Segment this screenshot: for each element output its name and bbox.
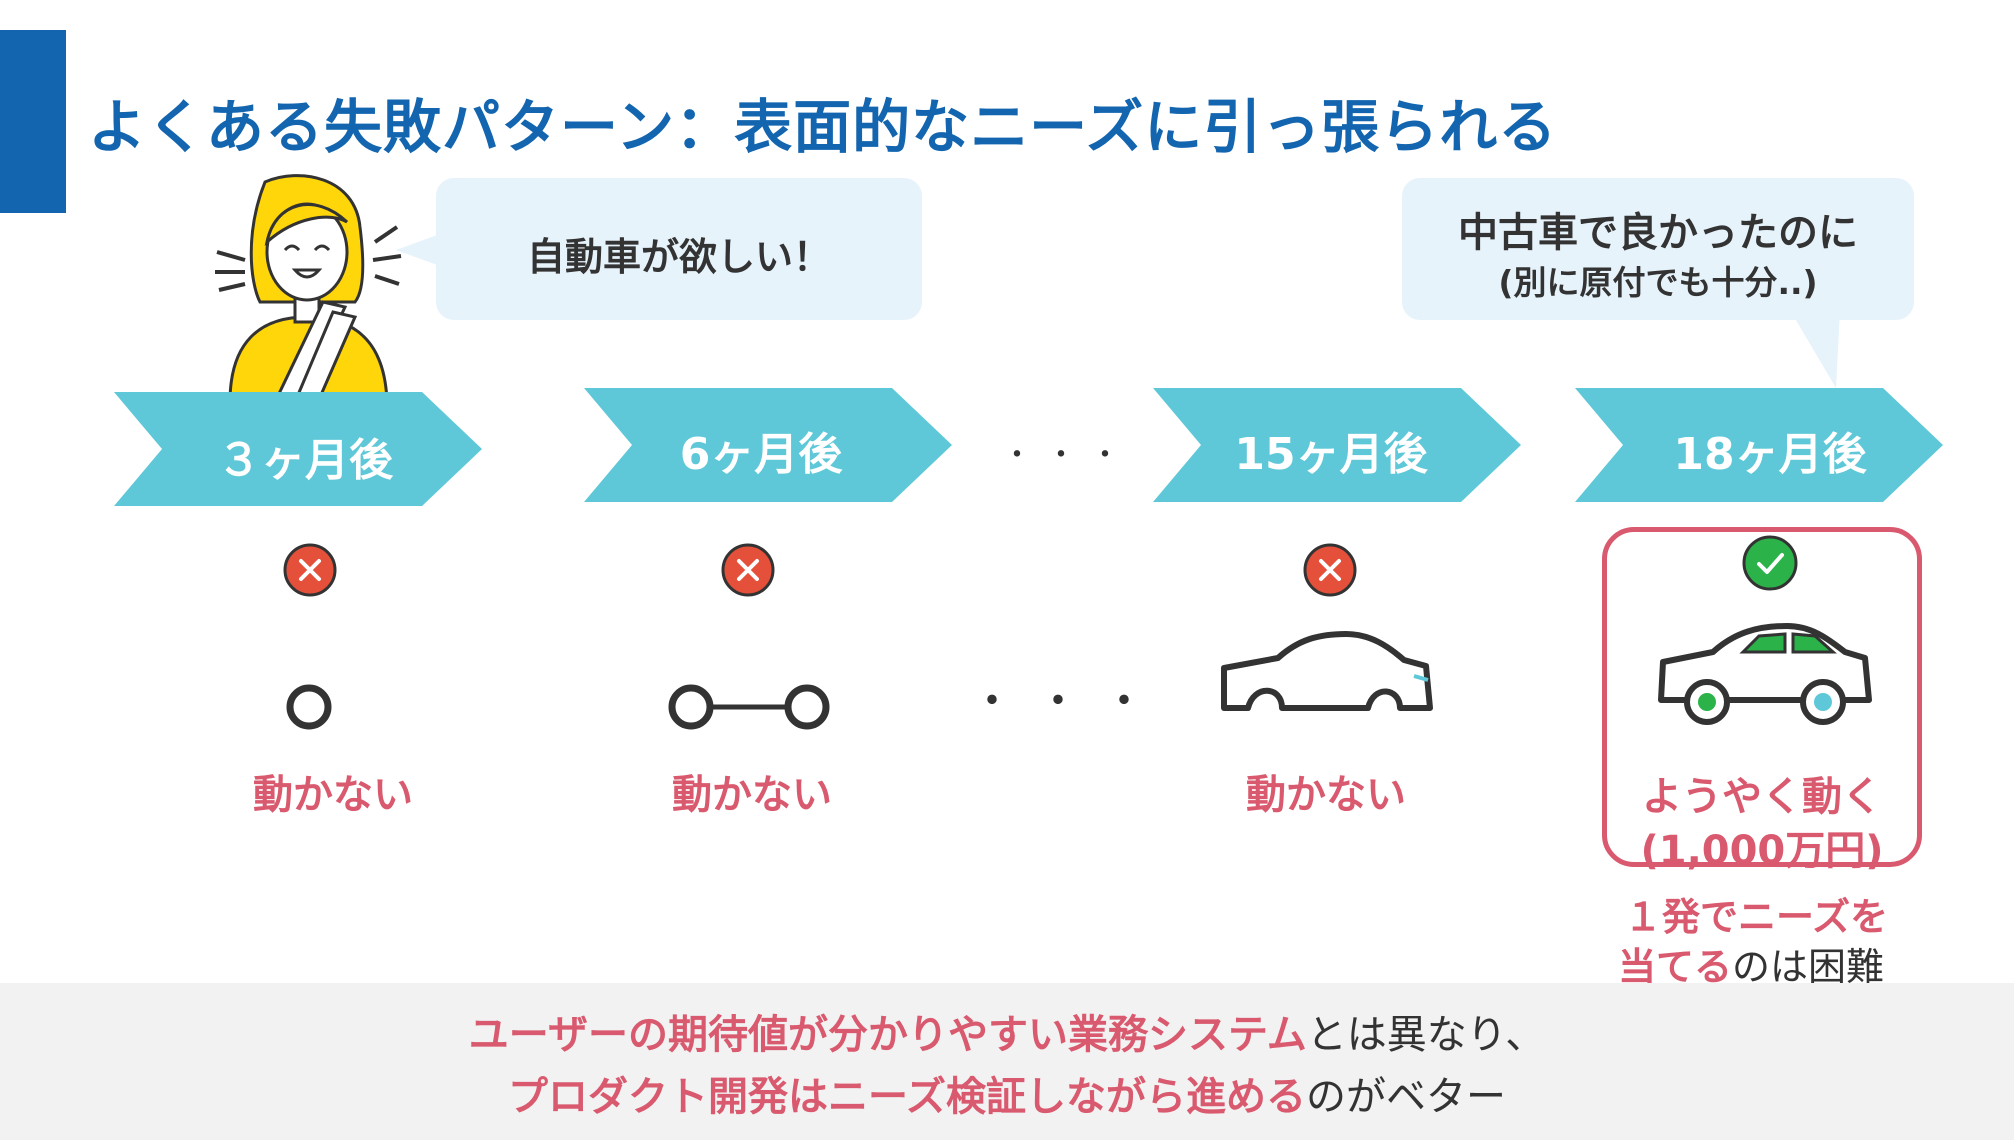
status-text-15: 動かない (1246, 772, 1406, 818)
success-highlight-box (1602, 527, 1922, 867)
timeline-label-6: 6ヶ月後 (679, 429, 843, 480)
timeline-label-3: ３ヶ月後 (217, 435, 393, 486)
car-icon (1658, 623, 1872, 725)
footer-line2-rest: のがベター (1306, 1074, 1506, 1120)
status-text-18-line1: ようやく動く (1642, 774, 1882, 820)
speech-text-right-line2: (別に原付でも十分..) (1498, 263, 1818, 302)
wheel-icon (286, 684, 332, 730)
speech-text-left: 自動車が欲しい！ (526, 235, 831, 279)
footer-band (0, 983, 2014, 1140)
ellipsis-arrows: ・・・ (1002, 438, 1134, 473)
status-text-18-line2: (1,000万円) (1640, 828, 1884, 874)
status-text-6: 動かない (672, 772, 832, 818)
timeline-arrow-6 (584, 388, 952, 502)
woman-illustration (215, 174, 402, 406)
page-title: よくある失敗パターン：表面的なニーズに引っ張られる (88, 93, 1558, 161)
timeline-label-18: 18ヶ月後 (1673, 429, 1867, 480)
fail-x-icon (721, 543, 775, 597)
fail-x-icon (1303, 543, 1357, 597)
footer-line1-rest: とは異なり、 (1306, 1012, 1546, 1058)
footer-line1: ユーザーの期待値が分かりやすい業務システムとは異なり、 (0, 1002, 2014, 1060)
speech-bubble-right (1402, 178, 1914, 320)
timeline-arrow-18 (1575, 388, 1943, 502)
speech-tail-right (1790, 310, 1840, 388)
accent-bar (0, 30, 66, 213)
success-check-icon (1742, 535, 1798, 591)
timeline-label-15: 15ヶ月後 (1234, 429, 1428, 480)
car-body-icon (1221, 631, 1433, 711)
speech-bubble-left (436, 178, 922, 320)
note-line1: １発でニーズを (1624, 895, 1889, 939)
speech-text-right-line1: 中古車で良かったのに (1458, 210, 1858, 256)
note-line2-rest: のは困難 (1732, 945, 1885, 989)
note-line2-emphasis: 当てる (1618, 945, 1733, 989)
footer-line1-emphasis: ユーザーの期待値が分かりやすい業務システム (468, 1012, 1307, 1058)
axle-icon (668, 684, 830, 730)
timeline-arrow-15 (1153, 388, 1521, 502)
status-text-3: 動かない (253, 772, 413, 818)
timeline-arrow-3 (114, 392, 482, 506)
ellipsis-parts: ・・・ (970, 676, 1168, 727)
fail-x-icon (283, 543, 337, 597)
note-line2: 当てるのは困難 (1618, 936, 1884, 991)
footer-line2-emphasis: プロダクト開発はニーズ検証しながら進める (508, 1074, 1306, 1120)
footer-line2: プロダクト開発はニーズ検証しながら進めるのがベター (0, 1064, 2014, 1122)
speech-tail-left (396, 234, 440, 266)
